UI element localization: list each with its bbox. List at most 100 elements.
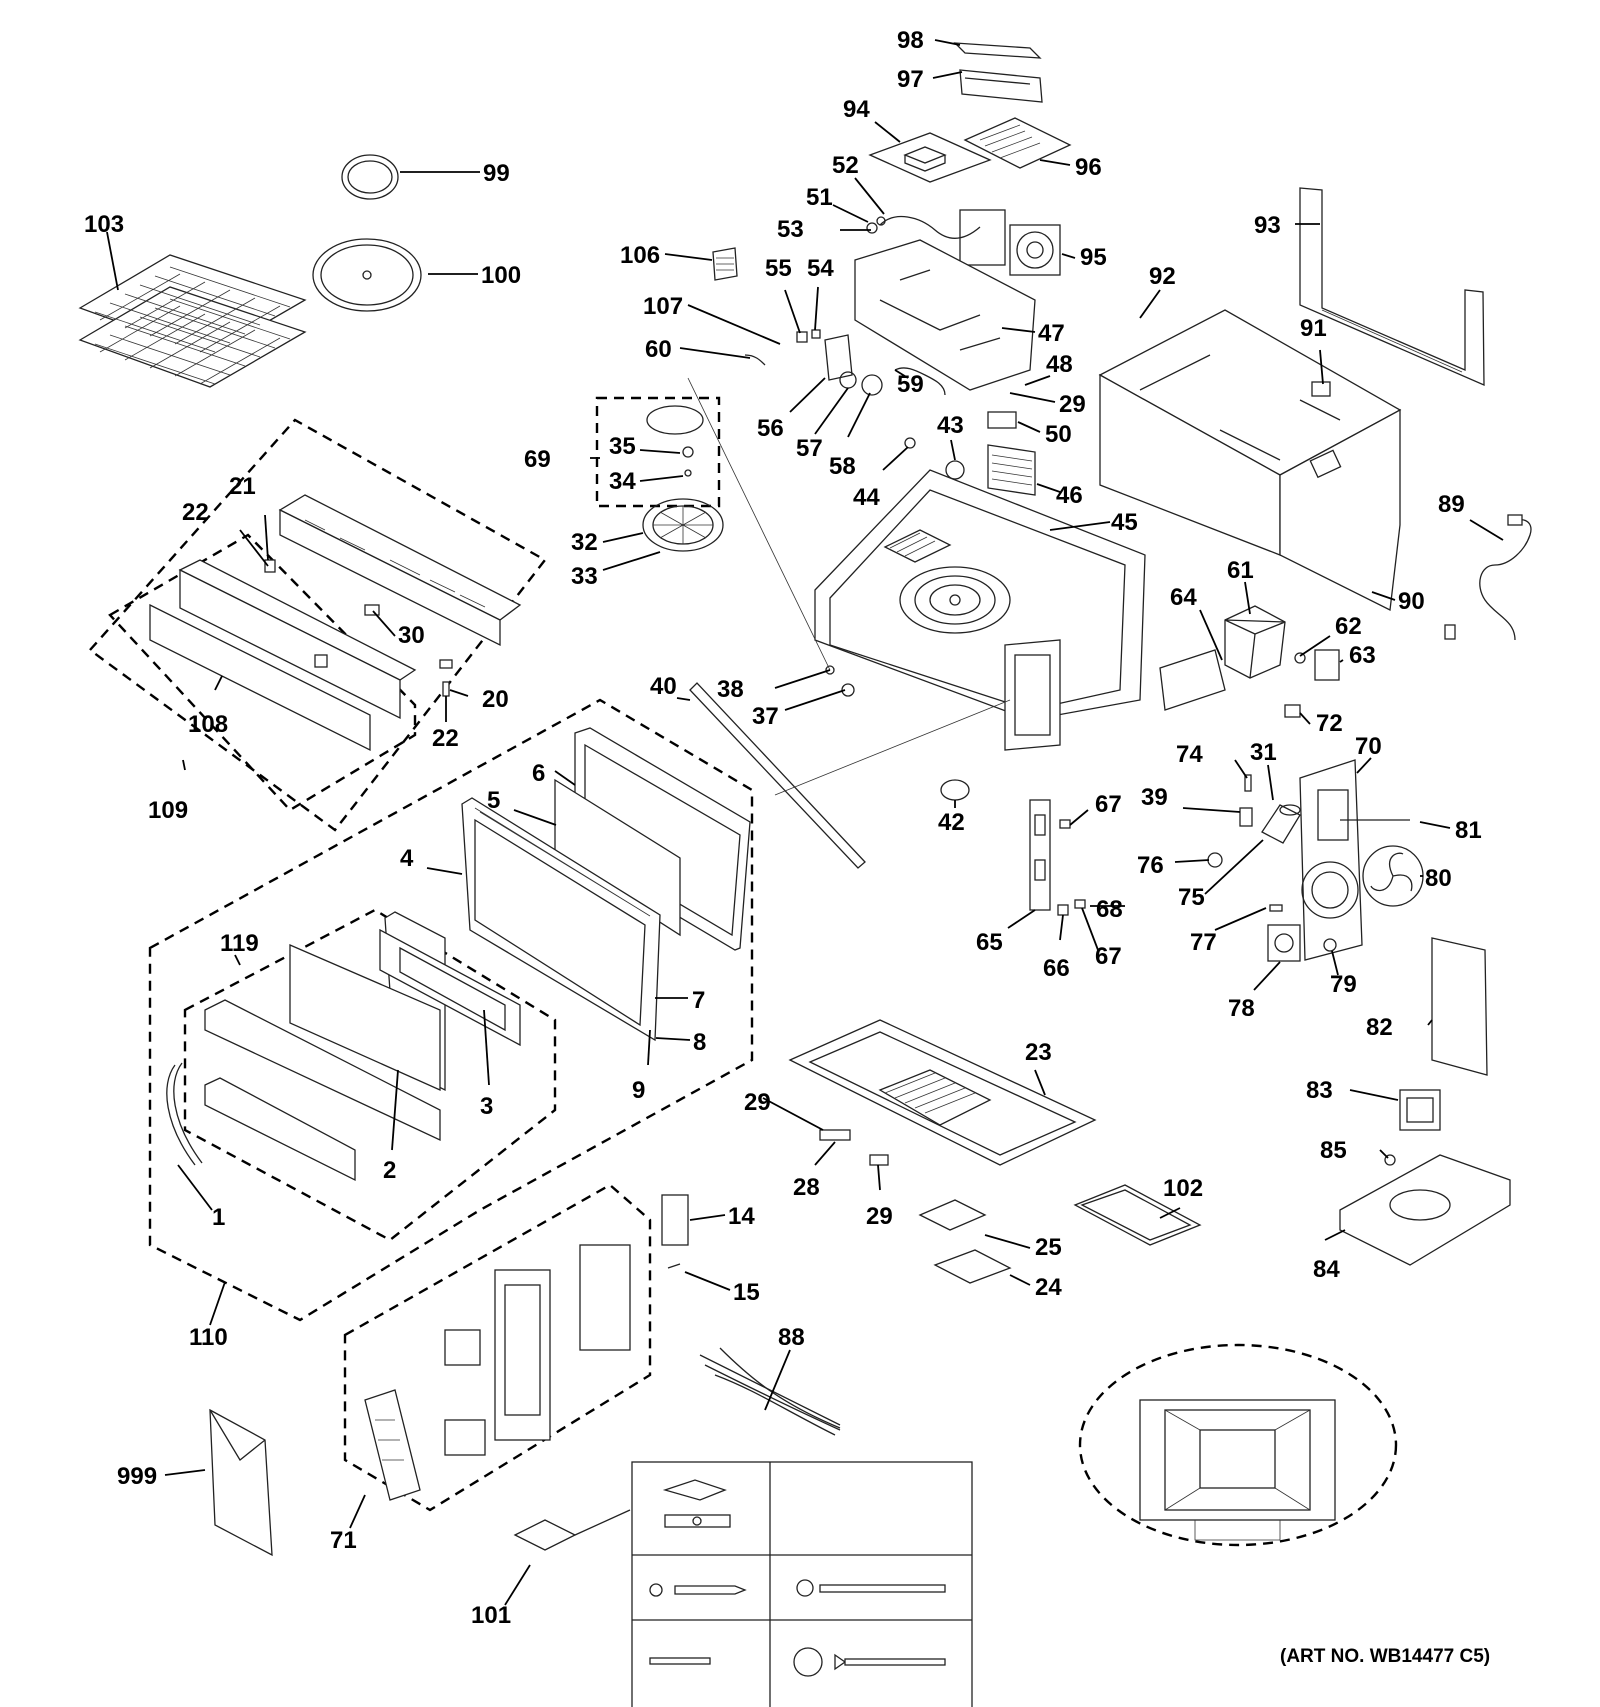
callout-81: 81	[1455, 817, 1482, 844]
part-84	[1339, 1154, 1511, 1266]
callout-80: 80	[1425, 865, 1452, 892]
callout-48: 48	[1046, 351, 1073, 378]
part-94	[868, 132, 992, 183]
part-control-panel	[149, 494, 522, 752]
callout-55: 55	[765, 255, 792, 282]
part-90	[1098, 309, 1402, 611]
callout-93: 93	[1254, 212, 1281, 239]
art-number: (ART NO. WB14477 C5)	[1280, 1646, 1490, 1667]
part-93	[1299, 187, 1485, 386]
part-89	[1479, 519, 1532, 641]
callout-40: 40	[650, 673, 677, 700]
part-83	[1399, 1089, 1441, 1131]
callout-numbers: 98 97 94 96 99 52 51 53 95 93 103 100 10…	[84, 27, 1490, 1667]
callout-66: 66	[1043, 955, 1070, 982]
callout-109: 109	[148, 797, 188, 824]
part-76	[1207, 852, 1223, 868]
callout-70: 70	[1355, 733, 1382, 760]
callout-28: 28	[793, 1174, 820, 1201]
callout-68: 68	[1096, 896, 1123, 923]
part-44	[904, 437, 916, 449]
part-72	[1284, 704, 1301, 718]
part-67	[1059, 819, 1071, 829]
callout-98: 98	[897, 27, 924, 54]
part-100	[312, 238, 422, 312]
callout-999: 999	[117, 1463, 157, 1490]
part-99	[341, 154, 399, 200]
callout-82: 82	[1366, 1014, 1393, 1041]
callout-2: 2	[383, 1157, 396, 1184]
part-29c	[869, 1154, 889, 1166]
callout-119: 119	[220, 930, 259, 957]
part-98	[953, 42, 1042, 59]
part-96	[963, 117, 1072, 169]
callout-22b: 22	[432, 725, 459, 752]
callout-69: 69	[524, 446, 551, 473]
callout-14: 14	[728, 1203, 755, 1230]
part-61	[1224, 605, 1286, 679]
callout-3: 3	[480, 1093, 493, 1120]
callout-85: 85	[1320, 1137, 1347, 1164]
callout-35: 35	[609, 433, 636, 460]
callout-8: 8	[693, 1029, 706, 1056]
part-23	[788, 1019, 1097, 1166]
callout-100: 100	[481, 262, 521, 289]
part-78	[1267, 924, 1301, 962]
callout-20: 20	[482, 686, 509, 713]
callout-65: 65	[976, 929, 1003, 956]
callout-46: 46	[1056, 482, 1083, 509]
callout-90: 90	[1398, 588, 1425, 615]
part-37	[841, 683, 855, 697]
callout-38: 38	[717, 676, 744, 703]
callout-75: 75	[1178, 884, 1205, 911]
part-75	[1261, 804, 1301, 844]
part-47	[854, 239, 1036, 391]
part-15	[667, 1263, 681, 1269]
parts-artwork	[78, 42, 1532, 1707]
callout-34: 34	[609, 468, 636, 495]
part-85	[1384, 1154, 1396, 1166]
callout-53: 53	[777, 216, 804, 243]
callout-94: 94	[843, 96, 870, 123]
callout-29a: 29	[1059, 391, 1086, 418]
callout-60: 60	[645, 336, 672, 363]
callout-51: 51	[806, 184, 833, 211]
callout-57: 57	[796, 435, 823, 462]
callout-22a: 22	[182, 499, 209, 526]
callout-15: 15	[733, 1279, 760, 1306]
callout-108: 108	[188, 711, 228, 738]
callout-64: 64	[1170, 584, 1197, 611]
part-70	[1299, 759, 1363, 961]
callout-78: 78	[1228, 995, 1255, 1022]
part-switch-assembly	[744, 329, 946, 396]
callout-56: 56	[757, 415, 784, 442]
part-66	[1057, 904, 1069, 916]
part-102	[1073, 1184, 1202, 1246]
callout-54: 54	[807, 255, 834, 282]
callout-67b: 67	[1095, 943, 1122, 970]
part-cavity	[814, 469, 1146, 751]
callout-45: 45	[1111, 509, 1138, 536]
part-68	[1074, 899, 1086, 909]
callout-84: 84	[1313, 1256, 1340, 1283]
callout-97: 97	[897, 66, 924, 93]
callout-99: 99	[483, 160, 510, 187]
part-101	[513, 1519, 577, 1551]
dashed-groupings	[88, 396, 1398, 1547]
part-71	[364, 1244, 631, 1501]
callout-33: 33	[571, 563, 598, 590]
callout-37: 37	[752, 703, 779, 730]
part-74	[1244, 774, 1252, 792]
part-79	[1323, 938, 1337, 952]
callout-30: 30	[398, 622, 425, 649]
callout-110: 110	[189, 1324, 228, 1351]
part-97	[959, 69, 1043, 103]
callout-47: 47	[1038, 320, 1065, 347]
callout-6: 6	[532, 760, 545, 787]
callout-42: 42	[938, 809, 965, 836]
callout-95: 95	[1080, 244, 1107, 271]
callout-59: 59	[897, 371, 924, 398]
callout-9: 9	[632, 1077, 645, 1104]
callout-1: 1	[212, 1204, 225, 1231]
callout-88: 88	[778, 1324, 805, 1351]
